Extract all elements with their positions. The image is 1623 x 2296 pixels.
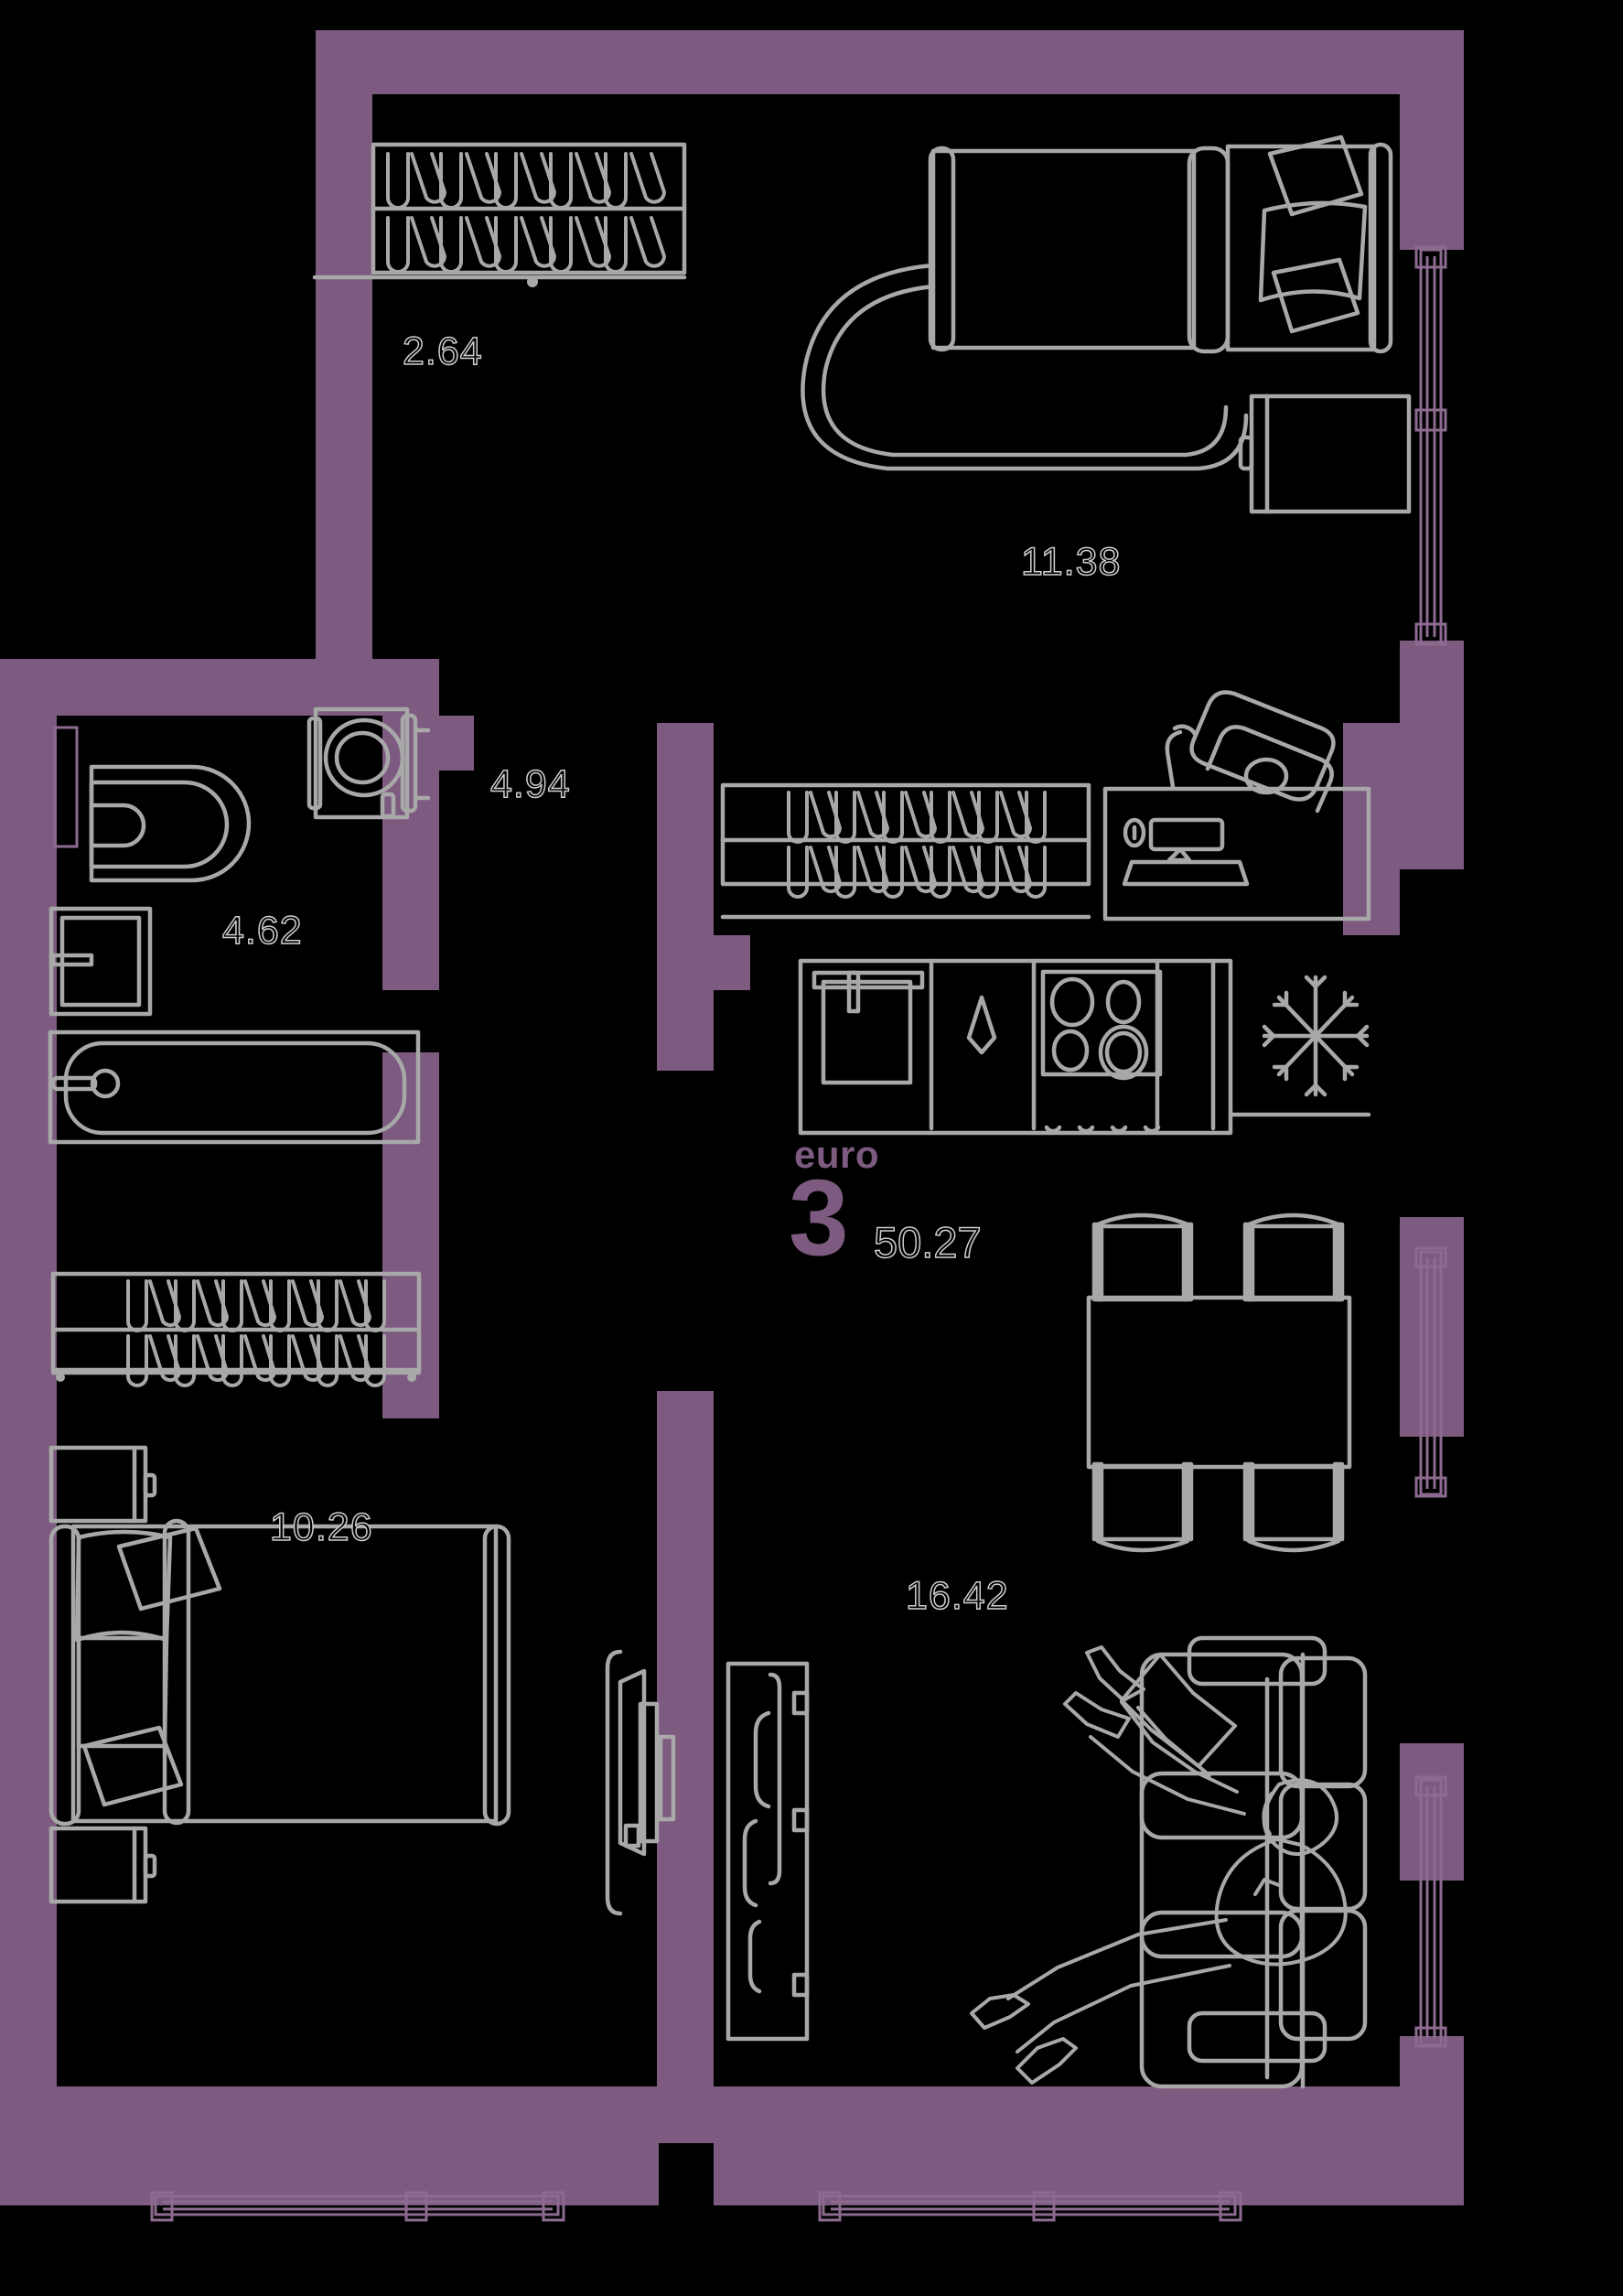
cooktop-icon xyxy=(1040,969,1163,1134)
tv-bedroom-icon xyxy=(605,1649,676,1916)
chair-icon xyxy=(1091,1213,1194,1302)
snowflake-icon xyxy=(1228,975,1371,1117)
water-drop-icon xyxy=(966,995,997,1055)
wardrobe-bedroom-icon xyxy=(50,1271,422,1387)
wall-shapes xyxy=(0,30,1464,2205)
nightstand-upper-icon xyxy=(1238,393,1412,514)
mirror-cabinet-icon xyxy=(48,906,153,1017)
chair-icon xyxy=(1242,1213,1345,1302)
bed-upper-icon xyxy=(801,135,1393,471)
chair-icon xyxy=(1242,1461,1345,1553)
tv-living-icon xyxy=(726,1661,810,2042)
washing-machine-icon xyxy=(306,706,431,820)
window-bottom-left xyxy=(150,2191,565,2222)
chair-icon xyxy=(1091,1461,1194,1553)
window-right-bottom xyxy=(1414,1775,1447,2048)
brand-total-area: 50.27 xyxy=(873,1217,982,1267)
office-chair-icon xyxy=(1165,690,1336,814)
bathtub-icon xyxy=(48,1029,421,1145)
mouse-icon xyxy=(1123,817,1146,848)
nightstand-left-icon xyxy=(48,1445,157,1524)
window-right-top xyxy=(1414,245,1447,646)
monitor-icon xyxy=(1148,817,1225,863)
sofa-icon xyxy=(1139,1635,1368,2089)
kitchen-counter-icon xyxy=(798,958,1371,1136)
person-reading-icon xyxy=(970,1645,1348,2085)
window-bathroom xyxy=(53,726,79,848)
wardrobe-hall-icon xyxy=(312,142,687,287)
dining-table-icon xyxy=(1086,1213,1352,1553)
window-bottom-right xyxy=(818,2191,1242,2222)
window-right-middle xyxy=(1414,1246,1447,1498)
keyboard-icon xyxy=(1122,859,1250,887)
sink-icon xyxy=(812,970,925,1085)
wardrobe-kitchen-icon xyxy=(720,782,1091,920)
window-frames xyxy=(53,245,1447,2222)
brand-prefix: euro xyxy=(794,1133,880,1176)
toilet-icon xyxy=(89,764,252,883)
brand-room-count: 3 xyxy=(789,1158,849,1278)
nightstand-right-icon xyxy=(48,1826,157,1904)
bed-main-icon xyxy=(48,1518,511,1827)
desk-icon xyxy=(1102,786,1371,922)
